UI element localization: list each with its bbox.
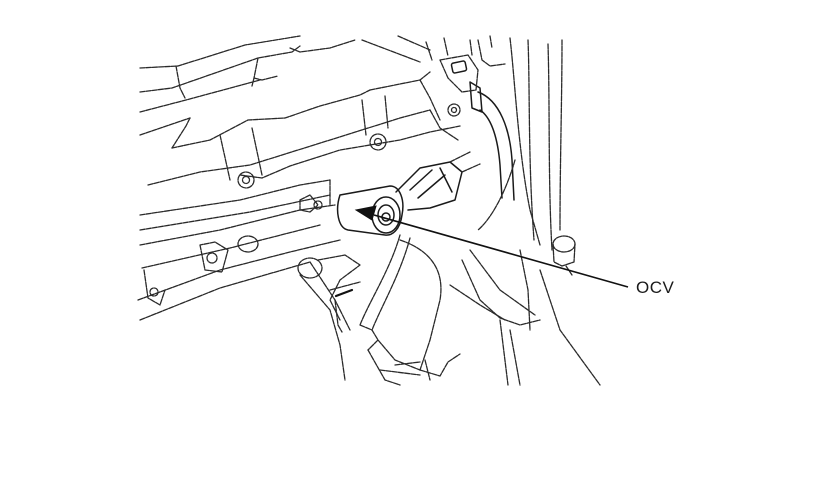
- ocv-callout-leader: [354, 205, 629, 288]
- wire-harness: [359, 234, 461, 386]
- ocv-connector: [395, 151, 481, 211]
- engine-block-rails: [137, 179, 351, 381]
- upper-hose: [425, 37, 515, 201]
- ocv-label: OCV: [636, 278, 675, 297]
- right-structure: [449, 35, 601, 386]
- bolt-right: [447, 103, 461, 117]
- bolt-mid: [369, 133, 387, 151]
- ocv-bracket: [317, 254, 361, 333]
- cylinder-head-cover: [139, 35, 461, 186]
- bolt-left: [237, 171, 255, 189]
